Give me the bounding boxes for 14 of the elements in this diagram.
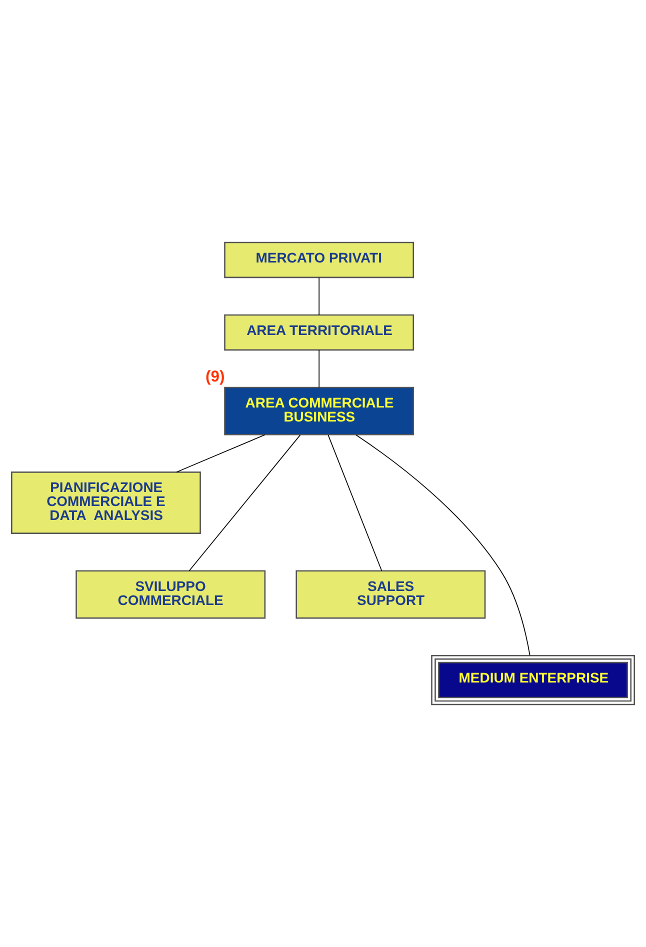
- connector: [318, 350, 320, 388]
- node-box: MERCATO PRIVATI: [224, 242, 414, 278]
- node-box: PIANIFICAZIONE COMMERCIALE E DATA ANALYSIS: [11, 472, 201, 534]
- connector: [188, 434, 301, 572]
- connector: [318, 277, 320, 316]
- connector: [356, 434, 530, 656]
- connector: [176, 434, 266, 473]
- node-box: SVILUPPO COMMERCIALE: [76, 570, 266, 619]
- node-box: SALES SUPPORT: [296, 570, 486, 619]
- node-box: MEDIUM ENTERPRISE: [431, 654, 635, 706]
- connector: [328, 434, 382, 572]
- node-box: AREA COMMERCIALE BUSINESS: [224, 386, 414, 436]
- node-label: (9): [206, 368, 225, 386]
- node-box: AREA TERRITORIALE: [224, 314, 414, 351]
